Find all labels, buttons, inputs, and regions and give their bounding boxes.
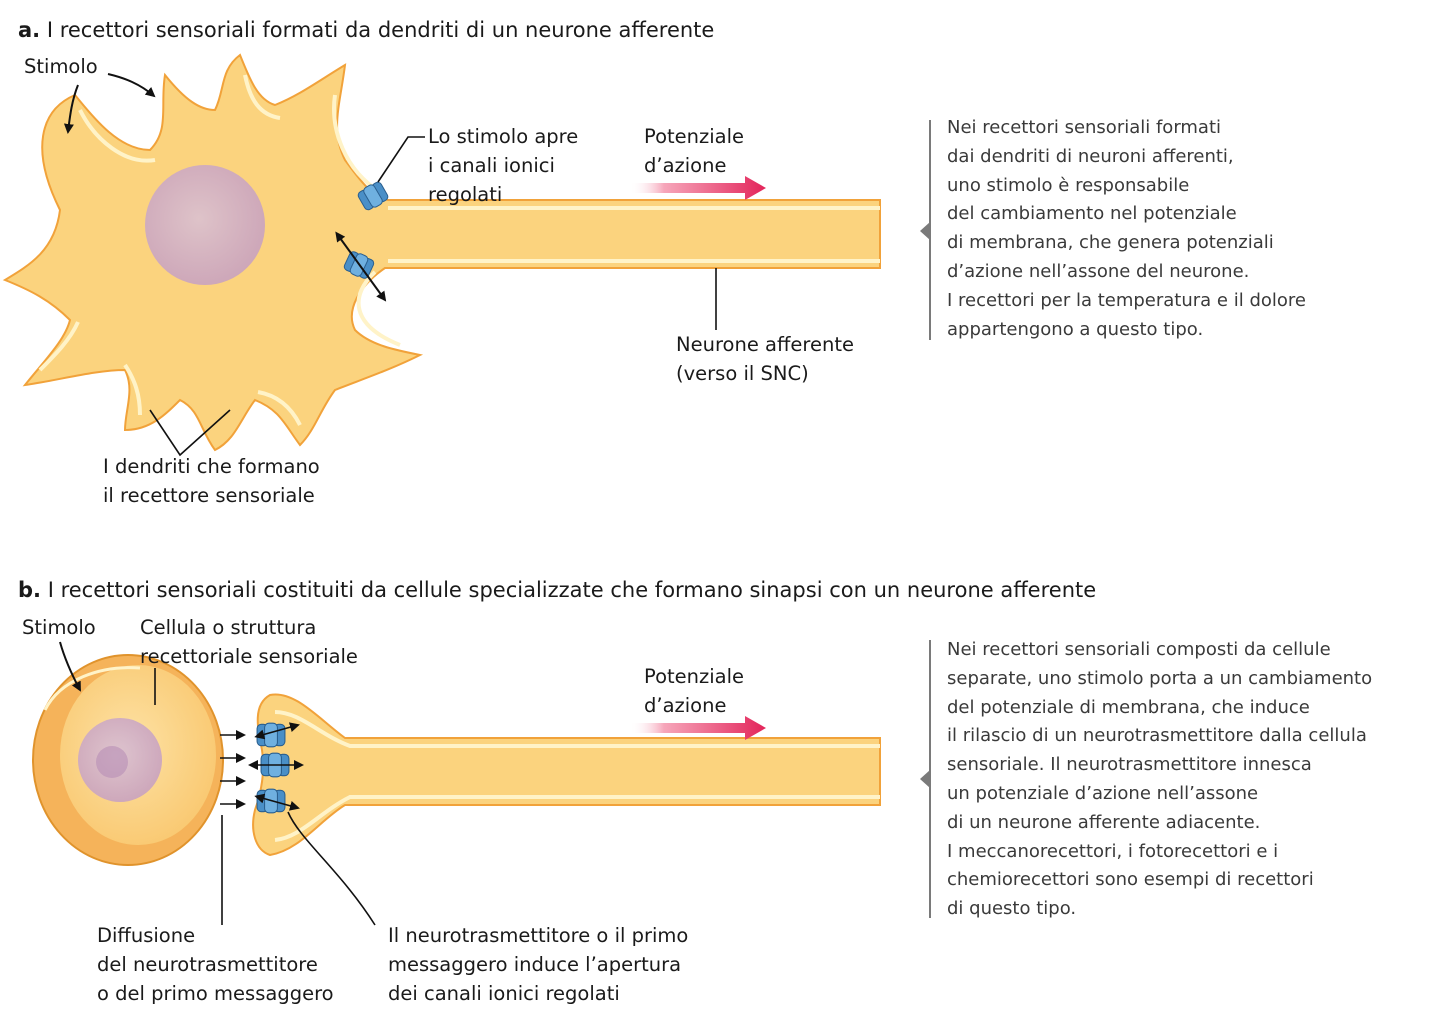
stimulus-arrow-b <box>59 641 81 692</box>
neuron-a-body <box>2 53 881 452</box>
dendrite-a-2 <box>243 74 281 120</box>
diffusion-label: Diffusione del neurotrasmettitore o del … <box>97 924 334 1005</box>
receptor-cell-b-highlight <box>43 666 141 711</box>
dendrite-a-5 <box>257 390 302 426</box>
side-text-a: Nei recettori sensoriali formati dai den… <box>947 117 1306 340</box>
neuron-b <box>248 693 881 857</box>
stimulus-label-b: Stimolo <box>22 616 96 639</box>
dendrite-a-6 <box>123 363 142 416</box>
neuron-b-terminal <box>252 693 881 857</box>
channel-opening-label: Il neurotrasmettitore o il primo messagg… <box>388 924 689 1005</box>
cell-label-b: Cellula o struttura recettoriale sensori… <box>140 616 358 668</box>
dendrite-a-7 <box>38 321 80 372</box>
opening-callout-line <box>287 811 376 926</box>
action-potential-arrow-a <box>630 176 766 200</box>
stimulus-label-a: Stimolo <box>24 55 98 78</box>
receptor-cell-b-nucleolus <box>96 746 128 778</box>
neuron-a-nucleus <box>145 165 265 285</box>
dendrite-a-3 <box>332 94 382 194</box>
afferent-neuron-label: Neurone afferente (verso il SNC) <box>676 333 854 385</box>
stimulus-arrow-a-2 <box>107 73 156 98</box>
panel-a-title: I recettori sensoriali formati da dendri… <box>46 18 715 42</box>
side-bracket-a <box>920 120 931 340</box>
stimulus-arrow-a-1 <box>63 84 79 134</box>
dendrite-a-4 <box>356 270 401 347</box>
dendrites-callout-line <box>149 409 231 457</box>
channel-label-a: Lo stimolo apre i canali ionici regolati <box>428 125 579 206</box>
ion-flow-arrow-b-1 <box>254 722 300 740</box>
dendrites-label: I dendriti che formano il recettore sens… <box>103 455 320 507</box>
receptor-cell-b <box>32 654 224 866</box>
dendrite-a-1 <box>78 109 156 163</box>
action-potential-arrow-b <box>630 716 766 740</box>
ion-flow-arrow-a <box>335 231 387 302</box>
axon-b-membrane-bottom <box>274 795 880 842</box>
action-potential-label-b: Potenziale d’azione <box>644 665 745 717</box>
panel-b-heading: b. I recettori sensoriali costituiti da … <box>18 576 1096 604</box>
ion-channel-b-1 <box>256 722 286 748</box>
axon-b-membrane-top <box>274 710 880 748</box>
panel-b-letter: b. <box>18 578 42 602</box>
panel-b-title: I recettori sensoriali costituiti da cel… <box>47 578 1097 602</box>
side-bracket-b <box>920 640 931 918</box>
channel-callout-line-a <box>377 136 425 183</box>
panel-a-heading: a. I recettori sensoriali formati da den… <box>18 16 714 44</box>
panel-a-letter: a. <box>18 18 41 42</box>
side-text-b: Nei recettori sensoriali composti da cel… <box>947 639 1373 920</box>
ion-flow-arrow-b-3 <box>254 793 300 811</box>
action-potential-label-a: Potenziale d’azione <box>644 125 745 177</box>
neuron-a <box>2 53 881 457</box>
diffusion-arrows <box>220 730 246 809</box>
